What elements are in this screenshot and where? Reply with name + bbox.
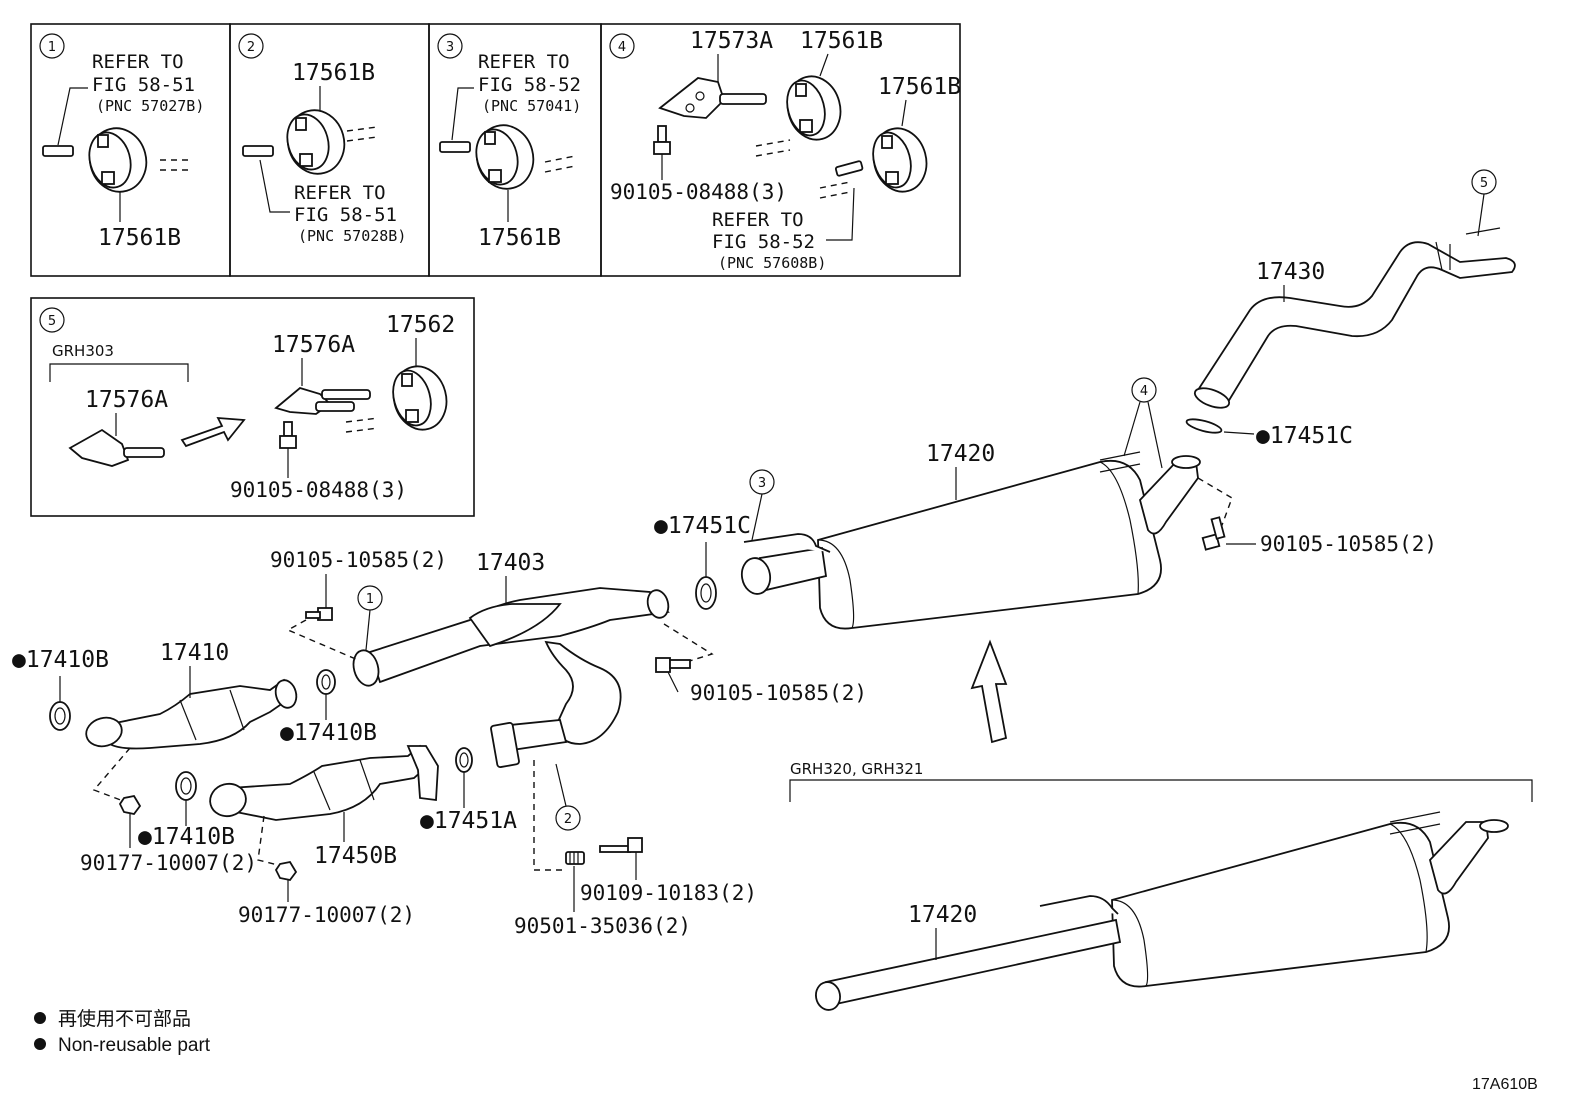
figure-id: 17A610B [1472, 1076, 1538, 1093]
tail-circle-5-label: 5 [1480, 176, 1488, 191]
inset-panel-4: 4 17573A 90105-08488(3) 17561B 17561B [600, 23, 961, 277]
hanger-bracket-17573a [658, 77, 767, 119]
rubber-hanger-1 [88, 127, 148, 193]
old-hanger-bracket [68, 428, 165, 467]
inset-5-old-bracket-number: 17576A [85, 387, 168, 413]
muffler-circle-4-label: 4 [1140, 384, 1148, 399]
converter-1-number: 17410 [160, 640, 229, 666]
inset-4-refer-line2: FIG 58-52 [712, 231, 815, 253]
legend-en-text: Non-reusable part [58, 1035, 211, 1056]
rubber-hanger-17562 [392, 365, 448, 431]
front-circle-2-label: 2 [564, 812, 572, 827]
inset-2-part-number: 17561B [292, 60, 375, 86]
gasket-b-low-number: ●17410B [138, 824, 235, 850]
gasket-b-mid-number: ●17410B [280, 720, 377, 746]
nut-1-number: 90177-10007(2) [80, 851, 257, 875]
tail-gasket-number: ●17451C [1256, 423, 1353, 449]
inset-5-hanger-number: 17562 [386, 312, 455, 338]
inset-4-refer-line3: (PNC 57608B) [718, 254, 826, 272]
top-bolt-number: 90105-10585(2) [270, 548, 447, 572]
rubber-hanger-4a [786, 75, 842, 141]
inset-4-refer-line1: REFER TO [712, 209, 804, 231]
inset-3-circle-label: 3 [446, 40, 454, 55]
muffler-17420 [740, 451, 1201, 630]
legend-bullet-en [34, 1038, 46, 1050]
bolt-90105-08488-icon [653, 125, 671, 180]
tail-pipe-17430 [1193, 227, 1516, 409]
front-pipe-number: 17403 [476, 550, 545, 576]
inset-4-part-b-number: 17561B [878, 74, 961, 100]
rubber-hanger-4b [872, 127, 928, 193]
gasket-17410b-mid [316, 669, 336, 695]
new-hanger-bracket [274, 386, 371, 415]
inset-4-bolt-number: 90105-08488(3) [610, 180, 787, 204]
gasket-a-number: ●17451A [420, 808, 517, 834]
inset-4-bracket-number: 17573A [690, 28, 773, 54]
rubber-hanger-2 [286, 109, 346, 175]
spring-number: 90501-35036(2) [514, 914, 691, 938]
bolt-inset5-icon [279, 421, 297, 478]
tail-pipe-number: 17430 [1256, 259, 1325, 285]
gasket-17410b-low [175, 771, 197, 801]
bolt-front-icon [655, 657, 691, 673]
inset-5-model-label: GRH303 [52, 342, 114, 360]
bolt-pipe-number: 90109-10183(2) [580, 881, 757, 905]
legend-bullet-jp [34, 1012, 46, 1024]
inset-panel-5: 5 GRH303 17576A 17576A 90105-08488(3) 17… [30, 297, 475, 517]
inset-panel-2: 2 17561B REFER TO FIG 58-51 (PNC 57028B) [229, 23, 430, 277]
gasket-b-top-number: ●17410B [12, 647, 109, 673]
rubber-hanger-3 [475, 124, 535, 190]
inset-1-circle-label: 1 [48, 40, 56, 55]
replacement-arrow-icon [180, 416, 246, 448]
inset-4-circle-label: 4 [618, 40, 626, 55]
inset-3-refer-line1: REFER TO [478, 51, 570, 73]
inset-4-part-a-number: 17561B [800, 28, 883, 54]
gasket-17410b-top [49, 701, 71, 731]
gasket-17451a [455, 747, 473, 773]
inset-3-refer-line2: FIG 58-52 [478, 74, 581, 96]
inset-1-refer-line3: (PNC 57027B) [96, 97, 204, 115]
legend: 再使用不可部品 Non-reusable part [34, 1008, 211, 1056]
inset-2-refer-line1: REFER TO [294, 182, 386, 204]
nut-2-icon [274, 860, 298, 881]
inset-3-part-number: 17561B [478, 225, 561, 251]
gasket-17451c-tail [1185, 418, 1223, 434]
variant-section: GRH320, GRH321 17420 [789, 760, 1533, 1011]
bolt-muffler-icon [1201, 516, 1226, 551]
nut-1-icon [118, 794, 142, 815]
muffler-bolt-number: 90105-10585(2) [1260, 532, 1437, 556]
inset-1-part-number: 17561B [98, 225, 181, 251]
bolt-pipe-icon [599, 837, 643, 853]
gasket-17451c-mid [695, 576, 717, 610]
front-bolt-number: 90105-10585(2) [690, 681, 867, 705]
converter-17410 [85, 678, 298, 750]
converter-2-number: 17450B [314, 843, 397, 869]
inset-3-refer-line3: (PNC 57041) [482, 97, 581, 115]
muffler-circle-3-label: 3 [758, 476, 766, 491]
inset-2-circle-label: 2 [247, 40, 255, 55]
muffler-number: 17420 [926, 441, 995, 467]
inset-5-bolt-number: 90105-08488(3) [230, 478, 407, 502]
variant-muffler [815, 811, 1509, 1011]
nut-2-number: 90177-10007(2) [238, 903, 415, 927]
mid-gasket-number: ●17451C [654, 513, 751, 539]
bolt-top-icon [305, 607, 333, 621]
inset-1-refer-line1: REFER TO [92, 51, 184, 73]
up-arrow-icon [970, 639, 1008, 744]
inset-2-refer-line2: FIG 58-51 [294, 204, 397, 226]
inset-5-new-bracket-number: 17576A [272, 332, 355, 358]
variant-muffler-number: 17420 [908, 902, 977, 928]
variant-model-label: GRH320, GRH321 [790, 760, 923, 778]
front-circle-1-label: 1 [366, 592, 374, 607]
inset-5-circle-label: 5 [48, 314, 56, 329]
front-pipe-17403 [352, 587, 670, 769]
converter-17450b [209, 744, 439, 821]
inset-2-refer-line3: (PNC 57028B) [298, 227, 406, 245]
inset-1-refer-line2: FIG 58-51 [92, 74, 195, 96]
legend-jp-text: 再使用不可部品 [58, 1008, 191, 1030]
inset-panel-1: 1 REFER TO FIG 58-51 (PNC 57027B) 17561B [30, 23, 231, 277]
spring-icon [565, 851, 585, 865]
inset-panel-3: 3 REFER TO FIG 58-52 (PNC 57041) 17561B [428, 23, 602, 277]
